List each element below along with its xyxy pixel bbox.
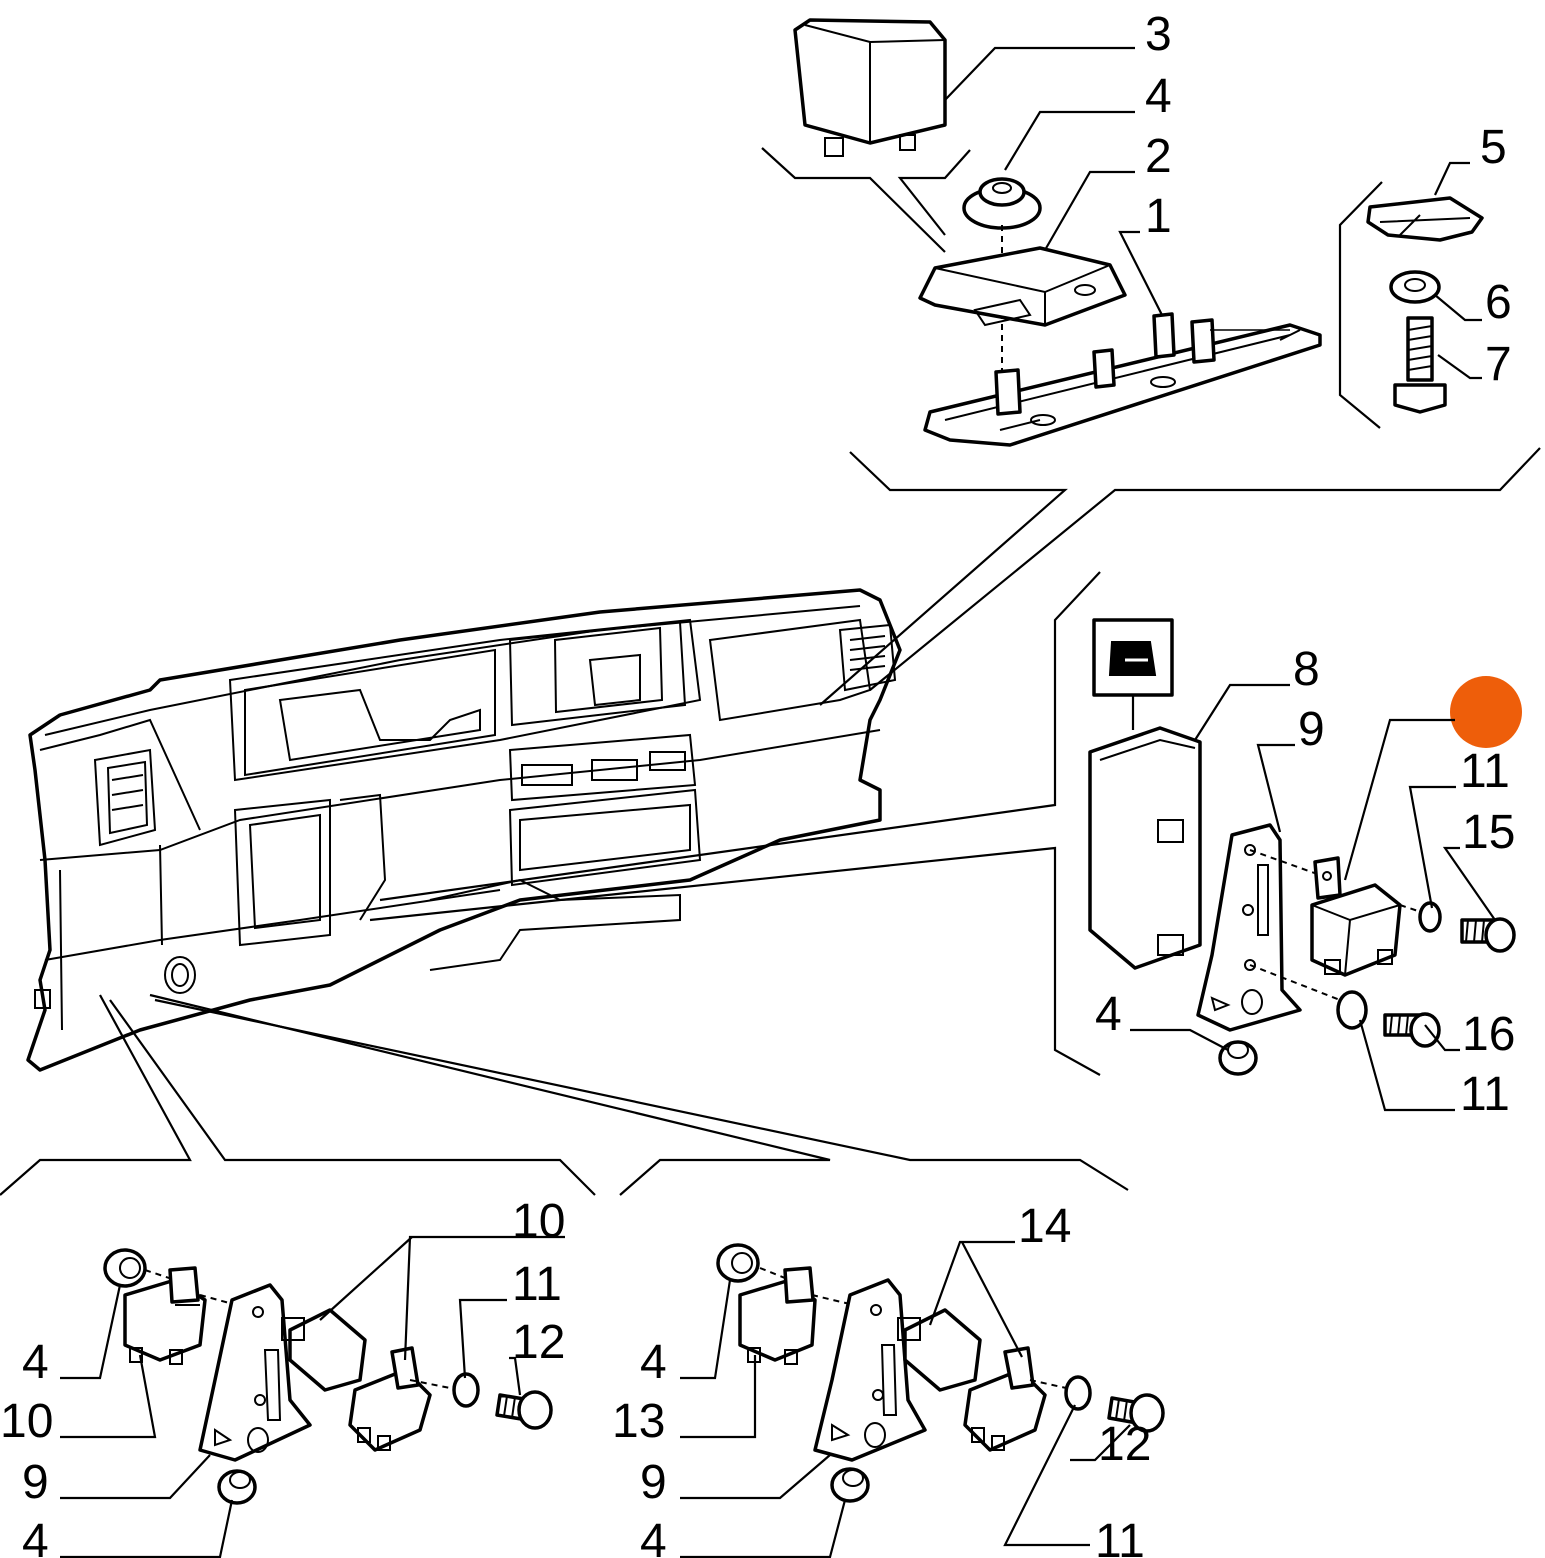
label-br-screw: 12 xyxy=(1098,1418,1151,1471)
bracket-part-9-mid xyxy=(1196,823,1341,1032)
label-top-nut: 4 xyxy=(1145,70,1172,123)
bolt-part-7 xyxy=(1393,316,1447,414)
label-mid-relay: 11 xyxy=(1460,745,1510,798)
label-bl-washer: 11 xyxy=(512,1258,562,1311)
label-top-clip: 5 xyxy=(1480,121,1507,174)
label-bl-relay-left: 10 xyxy=(0,1395,53,1448)
nut-part-4-br-bottom xyxy=(830,1467,870,1503)
label-bl-nut-bottom: 4 xyxy=(22,1515,49,1558)
nut-part-4-bl-top xyxy=(103,1248,176,1288)
label-top-bolt: 7 xyxy=(1485,338,1512,391)
nut-part-4-bl-bottom xyxy=(217,1469,257,1505)
leader-lines xyxy=(0,147,1541,1196)
label-bl-screw: 12 xyxy=(512,1316,565,1369)
label-bl-nut-top: 4 xyxy=(22,1336,49,1389)
washer-part-11-lower xyxy=(1336,990,1368,1030)
label-mid-screw-upper: 15 xyxy=(1462,806,1515,859)
label-br-nut-top: 4 xyxy=(640,1336,667,1389)
label-top-washer: 6 xyxy=(1485,276,1512,329)
nut-part-4-mid xyxy=(1218,1040,1258,1076)
washer-part-11-bl xyxy=(452,1372,480,1408)
nut-part-4-br-top xyxy=(716,1243,791,1283)
bracket-part-1 xyxy=(923,312,1322,447)
callout-leaders xyxy=(60,46,1496,1558)
label-top-module: 2 xyxy=(1145,130,1172,183)
label-mid-nut: 4 xyxy=(1095,988,1122,1041)
screw-part-12-bl xyxy=(495,1390,553,1430)
label-br-washer: 11 xyxy=(1095,1515,1145,1558)
module-part-13 xyxy=(738,1266,876,1365)
bottom-left-group xyxy=(103,1248,553,1505)
relay-part-11-mid xyxy=(1310,856,1431,977)
clip-part-5 xyxy=(1366,196,1484,242)
bottom-right-group xyxy=(716,1243,1165,1503)
label-bl-bracket: 9 xyxy=(22,1456,49,1509)
label-br-module: 13 xyxy=(612,1395,665,1448)
screw-part-15 xyxy=(1460,917,1516,953)
label-mid-washer-lower: 11 xyxy=(1460,1068,1510,1121)
washer-part-11-br xyxy=(1064,1375,1092,1411)
label-br-bracket: 9 xyxy=(640,1456,667,1509)
label-mid-module: 8 xyxy=(1293,643,1320,696)
label-mid-screw-lower: 16 xyxy=(1462,1008,1515,1061)
bracket-part-9-br xyxy=(813,1278,927,1462)
window-regulator-icon xyxy=(1092,618,1174,730)
label-top-bracket: 1 xyxy=(1145,190,1172,243)
middle-group xyxy=(1088,618,1522,1076)
relay-part-14 xyxy=(897,1308,1076,1452)
screw-part-16 xyxy=(1383,1012,1441,1048)
label-mid-bracket: 9 xyxy=(1298,703,1325,756)
module-part-2 xyxy=(918,246,1127,327)
label-br-nut-bottom: 4 xyxy=(640,1515,667,1558)
relay-part-10-bl-left xyxy=(123,1266,256,1365)
washer-part-11-upper xyxy=(1418,901,1442,933)
label-bl-relay-right: 10 xyxy=(512,1195,565,1248)
relay-part-3 xyxy=(793,18,947,157)
screw-part-12-br xyxy=(1107,1393,1165,1433)
highlight-marker xyxy=(1450,676,1522,748)
dashboard-illustration xyxy=(26,588,902,1072)
module-part-8 xyxy=(1088,726,1202,970)
part-labels: 3 4 2 1 5 6 7 8 9 11 15 4 16 11 10 11 12… xyxy=(0,8,1515,1558)
label-top-relay: 3 xyxy=(1145,8,1172,61)
top-group xyxy=(793,18,1484,447)
label-br-relay: 14 xyxy=(1018,1200,1071,1253)
nut-part-4-top xyxy=(962,177,1042,370)
relay-part-10-bl-right xyxy=(281,1308,461,1452)
bracket-part-9-bl xyxy=(198,1283,312,1462)
washer-part-6 xyxy=(1389,270,1441,304)
